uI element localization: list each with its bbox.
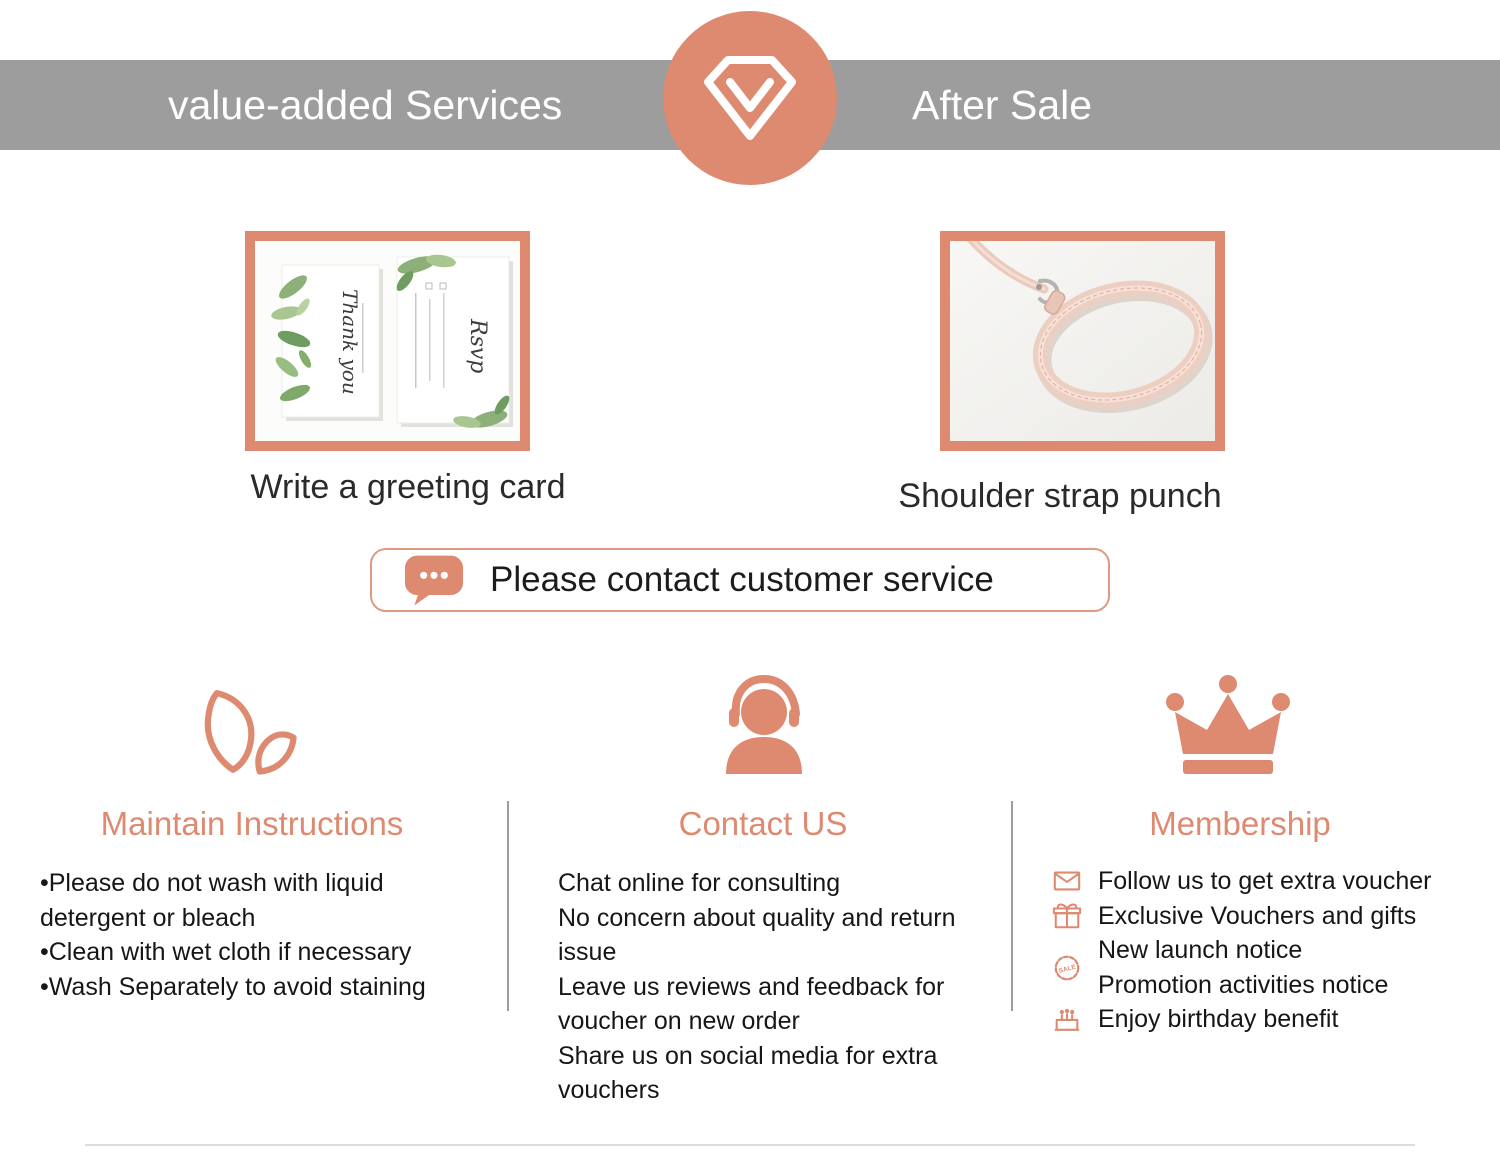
contact-us-title: Contact US [678,805,848,842]
greeting-card-photo-frame: Thank you [245,231,530,451]
shoulder-strap-image [950,241,1215,441]
crown-icon [1162,672,1294,778]
membership-benefit-label: Follow us to get extra voucher [1098,867,1432,895]
header-badge [663,11,837,185]
customer-support-icon [708,668,820,782]
contact-line: No concern about quality and return issu… [558,903,956,967]
shoulder-strap-photo [950,241,1215,441]
membership-benefit-label: Enjoy birthday benefit [1098,1005,1339,1033]
gem-v-icon [704,56,796,140]
header-left-title: value-added Services [168,82,563,128]
maintain-line: •Wash Separately to avoid staining [40,972,426,1001]
list-item: Enjoy birthday benefit [1052,1002,1482,1037]
maintain-line: •Please do not wash with liquid detergen… [40,869,384,932]
greeting-card-caption: Write a greeting card [250,468,566,506]
shoulder-strap-caption: Shoulder strap punch [898,477,1222,515]
greeting-cards-image: Thank you [255,241,520,441]
voucher-icon [1052,866,1082,896]
maintain-line: •Clean with wet cloth if necessary [40,938,412,966]
sale-badge-icon: SALE [1052,953,1082,983]
membership-benefits-list: Follow us to get extra voucher Exclusive… [1052,864,1482,1037]
contact-line: Chat online for consulting [558,869,841,897]
list-item: Exclusive Vouchers and gifts [1052,899,1482,934]
contact-us-text: Chat online for consulting No concern ab… [558,866,990,1108]
birthday-cake-icon [1052,1004,1082,1034]
membership-benefit-label: Exclusive Vouchers and gifts [1098,901,1417,930]
contact-customer-service-label: Please contact customer service [490,560,994,599]
column-divider [507,801,509,1011]
membership-benefit-line: Promotion activities notice [1098,970,1389,999]
chat-bubble-icon [404,555,464,606]
maintain-instructions-text: •Please do not wash with liquid detergen… [40,866,480,1004]
column-divider [1011,801,1013,1011]
card-b-leaves [396,254,510,428]
maintain-instructions-title: Maintain Instructions [100,805,404,842]
gift-icon [1052,901,1082,931]
membership-title: Membership [1149,805,1331,842]
list-item: Follow us to get extra voucher [1052,864,1482,899]
membership-benefit-label: New launch notice Promotion activities n… [1098,933,1388,1002]
thank-you-script: Thank you [338,289,362,395]
bottom-divider [85,1144,1415,1146]
list-item: SALE New launch notice Promotion activit… [1052,933,1482,1002]
card-b-form-lines [415,282,447,388]
card-a-leaves [271,275,312,402]
contact-line: Share us on social media for extra vouch… [558,1041,938,1105]
sale-badge-text: SALE [1058,963,1077,974]
contact-customer-service-banner: Please contact customer service [370,548,1110,612]
strap-keeper [1044,290,1066,315]
rsvp-script: Rsvp [465,318,490,373]
contact-line: Leave us reviews and feedback for vouche… [558,972,945,1036]
greeting-cards-photo: Thank you [255,241,520,441]
leaves-icon [193,686,305,784]
header-right-title: After Sale [912,82,1093,128]
shoulder-strap-photo-frame [940,231,1225,451]
membership-benefit-line: New launch notice [1098,936,1303,964]
